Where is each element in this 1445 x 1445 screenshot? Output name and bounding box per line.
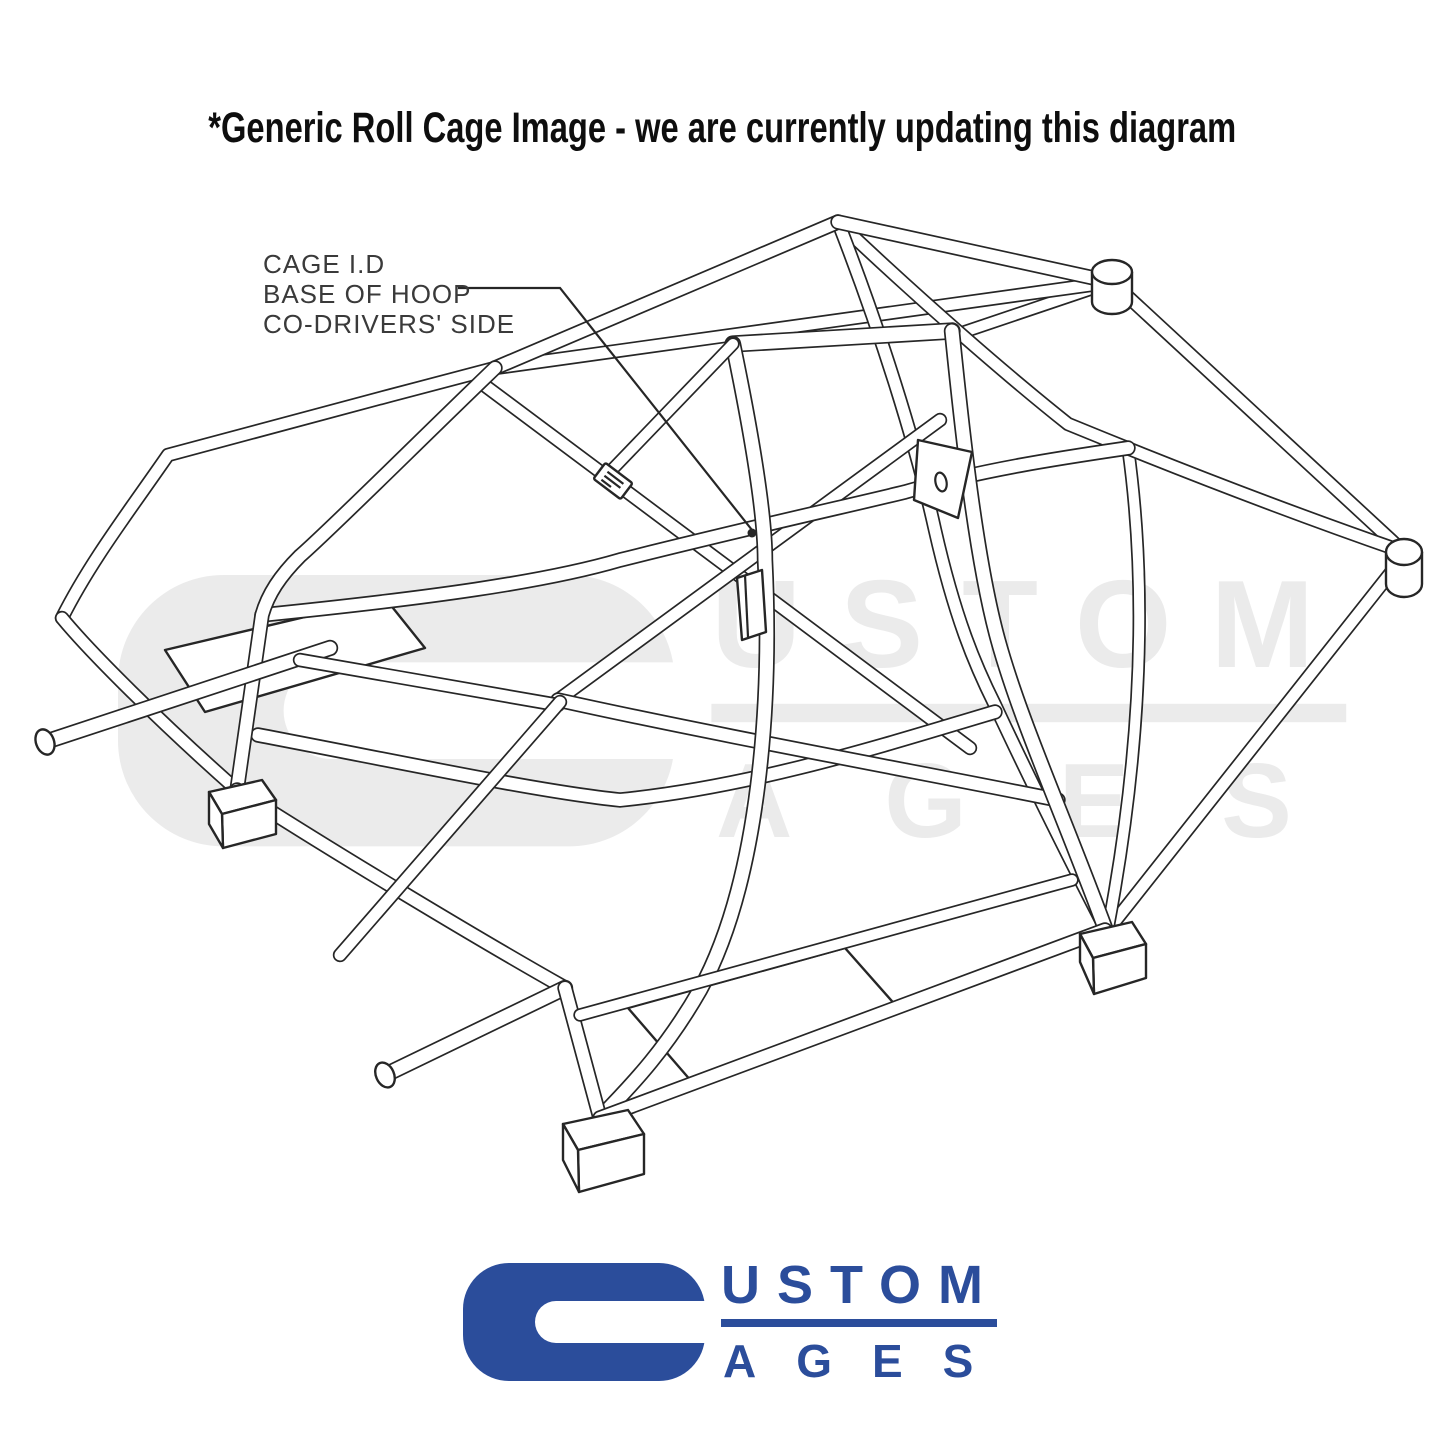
door-bar-lower	[552, 694, 1064, 806]
hoop-corner-brace	[601, 339, 738, 481]
rear-mount-puck-a	[1090, 258, 1134, 316]
open-tube-end-front	[34, 728, 56, 756]
bottom-sill-inner	[575, 875, 1077, 1020]
roof-rear-edge	[832, 216, 1118, 288]
annotation-label: CAGE I.D BASE OF HOOP CO-DRIVERS' SIDE	[263, 249, 515, 339]
annotation-line-3: CO-DRIVERS' SIDE	[263, 309, 515, 339]
main-hoop-top	[726, 324, 959, 351]
a-pillar-codriver	[231, 362, 501, 796]
front-lower-rail	[231, 784, 571, 994]
cockpit-braces	[250, 374, 1136, 808]
annotation-line-2: BASE OF HOOP	[263, 279, 472, 309]
logo-divider	[721, 1319, 997, 1327]
logo-c-icon	[463, 1263, 719, 1381]
hoop-foot-brace	[559, 982, 606, 1124]
hanging-bracket	[735, 568, 768, 642]
gusset-plate	[912, 438, 974, 520]
cross-brace-1	[474, 376, 976, 754]
front-structure	[36, 360, 608, 1126]
rear-right-vertical	[1103, 443, 1145, 933]
rear-stays	[945, 274, 1412, 938]
footwell-link	[294, 654, 564, 711]
logo-word-top: USTOM	[721, 1255, 1001, 1315]
annotation-leader-line	[458, 286, 753, 531]
logo-wordmark: USTOM AGES	[721, 1258, 997, 1384]
stay-pad-b-to-foot	[1102, 550, 1410, 936]
header-title: *Generic Roll Cage Image - we are curren…	[208, 104, 1237, 152]
annotation-line-1: CAGE I.D	[263, 249, 385, 279]
front-strut-lower	[56, 612, 243, 796]
main-hoop-leg-codriver	[593, 337, 774, 1125]
jack-tube-front	[38, 641, 337, 749]
open-tube-end-lower	[374, 1061, 396, 1089]
logo-word-bottom: AGES	[723, 1335, 1014, 1387]
bottom-sill	[594, 924, 1111, 1124]
page-header: *Generic Roll Cage Image - we are curren…	[0, 107, 1445, 150]
watermark-logo-wordmark: USTOM AGES	[711, 563, 1347, 853]
roof-front-edge	[489, 216, 844, 374]
rear-diagonal-brace	[832, 216, 1111, 934]
rear-mount-puck-b	[1384, 537, 1424, 599]
roof-right-edge	[832, 216, 1410, 558]
stay-pad-a-to-b	[1106, 276, 1410, 558]
mounting-foot-front-left	[207, 778, 278, 850]
cage-id-tag	[593, 462, 633, 500]
roof-tubes	[487, 214, 1412, 936]
main-hoop-leg-driver	[945, 324, 1112, 935]
cross-brace-2	[552, 414, 946, 706]
main-hoop	[591, 322, 1114, 1127]
main-hoop-leg-driver	[943, 322, 1114, 937]
bottom-sills	[573, 873, 1113, 1126]
annotation-target-dot	[747, 528, 757, 538]
brand-logo: USTOM AGES	[463, 1258, 997, 1384]
mounting-foot-rear-right	[1078, 920, 1148, 996]
jack-tube-lower	[378, 981, 572, 1082]
mounting-foot-hoop-codriver	[561, 1108, 646, 1194]
door-bar-upper	[252, 706, 1001, 806]
front-strut-upper	[56, 362, 501, 624]
front-cross-brace	[334, 696, 566, 961]
roof-diagonal	[489, 276, 1118, 374]
